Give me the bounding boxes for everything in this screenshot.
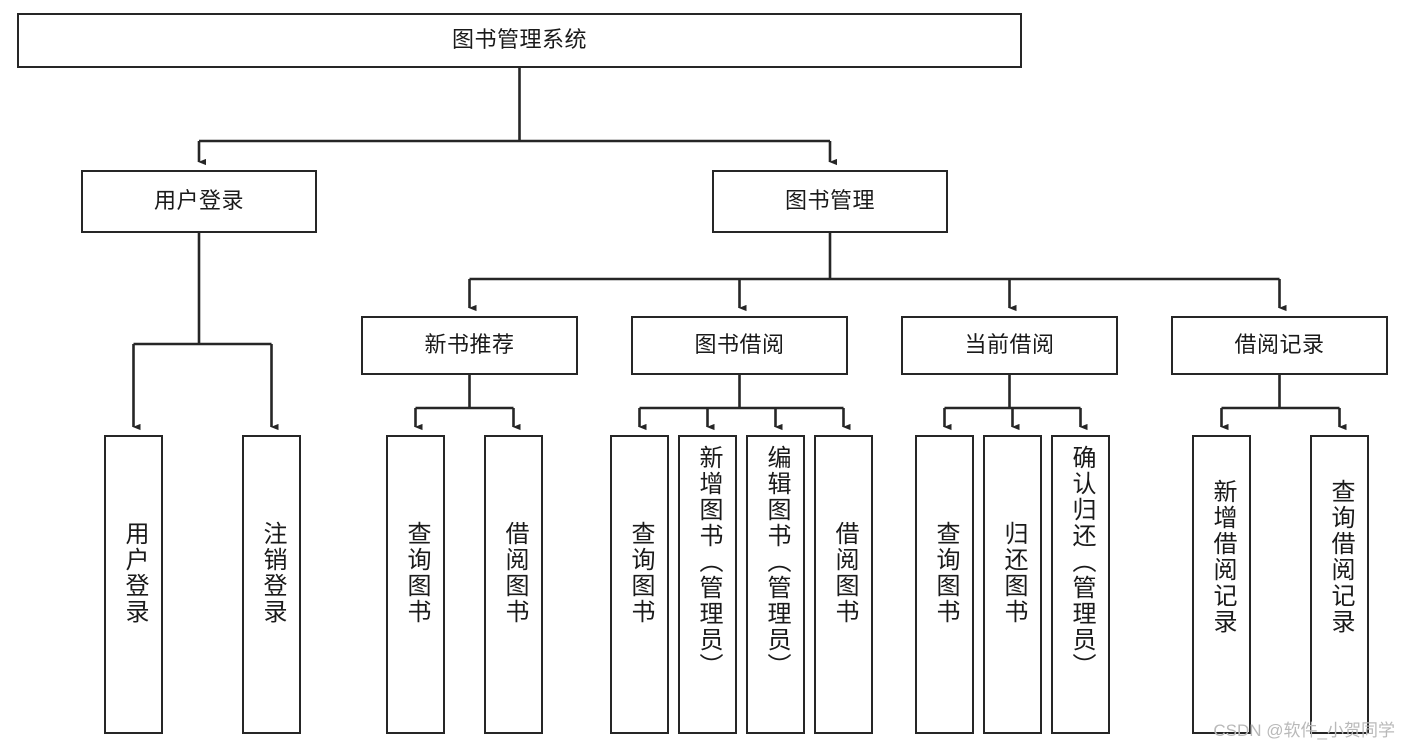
node-label-leaf-cur-query: 查询图书	[931, 521, 959, 625]
node-label-current-borrow: 当前借阅	[964, 332, 1055, 358]
node-label-leaf-borrow-query: 查询图书	[626, 521, 654, 625]
node-label-new-book-rec: 新书推荐	[424, 332, 515, 358]
node-label-leaf-rec-search: 查询借阅记录	[1326, 479, 1354, 635]
node-leaf-book-edit[interactable]: 编辑图书（管理员）	[746, 435, 805, 734]
node-leaf-cur-query[interactable]: 查询图书	[915, 435, 974, 734]
node-label-user-login: 用户登录	[153, 188, 244, 214]
node-leaf-cur-confirm[interactable]: 确认归还（管理员）	[1051, 435, 1110, 734]
node-book-manage[interactable]: 图书管理	[712, 170, 948, 233]
node-leaf-user-login[interactable]: 用户登录	[104, 435, 163, 734]
watermark-text: CSDN @软件_小贺同学	[1213, 721, 1395, 740]
node-leaf-rec-search[interactable]: 查询借阅记录	[1310, 435, 1369, 734]
node-label-leaf-rec-borrow: 借阅图书	[500, 521, 528, 625]
node-label-leaf-cur-return: 归还图书	[999, 521, 1027, 625]
node-leaf-rec-borrow[interactable]: 借阅图书	[484, 435, 543, 734]
node-label-leaf-user-logout: 注销登录	[258, 521, 286, 625]
node-label-leaf-rec-add: 新增借阅记录	[1208, 479, 1236, 635]
node-leaf-book-borrow[interactable]: 借阅图书	[814, 435, 873, 734]
node-new-book-rec[interactable]: 新书推荐	[361, 316, 578, 375]
node-leaf-rec-add[interactable]: 新增借阅记录	[1192, 435, 1251, 734]
node-label-leaf-rec-query: 查询图书	[402, 521, 430, 625]
node-label-leaf-cur-confirm: 确认归还（管理员）	[1067, 445, 1095, 679]
node-book-borrow[interactable]: 图书借阅	[631, 316, 848, 375]
node-root[interactable]: 图书管理系统	[17, 13, 1022, 68]
node-label-borrow-record: 借阅记录	[1234, 332, 1325, 358]
node-label-book-manage: 图书管理	[784, 188, 875, 214]
node-label-leaf-book-edit: 编辑图书（管理员）	[762, 445, 790, 679]
node-leaf-borrow-query[interactable]: 查询图书	[610, 435, 669, 734]
node-leaf-cur-return[interactable]: 归还图书	[983, 435, 1042, 734]
node-borrow-record[interactable]: 借阅记录	[1171, 316, 1388, 375]
node-label-leaf-book-add: 新增图书（管理员）	[694, 445, 722, 679]
node-label-root: 图书管理系统	[451, 27, 587, 53]
node-label-book-borrow: 图书借阅	[694, 332, 785, 358]
node-user-login[interactable]: 用户登录	[81, 170, 317, 233]
node-leaf-rec-query[interactable]: 查询图书	[386, 435, 445, 734]
node-leaf-book-add[interactable]: 新增图书（管理员）	[678, 435, 737, 734]
node-current-borrow[interactable]: 当前借阅	[901, 316, 1118, 375]
node-label-leaf-book-borrow: 借阅图书	[830, 521, 858, 625]
node-label-leaf-user-login: 用户登录	[120, 521, 148, 625]
node-leaf-user-logout[interactable]: 注销登录	[242, 435, 301, 734]
